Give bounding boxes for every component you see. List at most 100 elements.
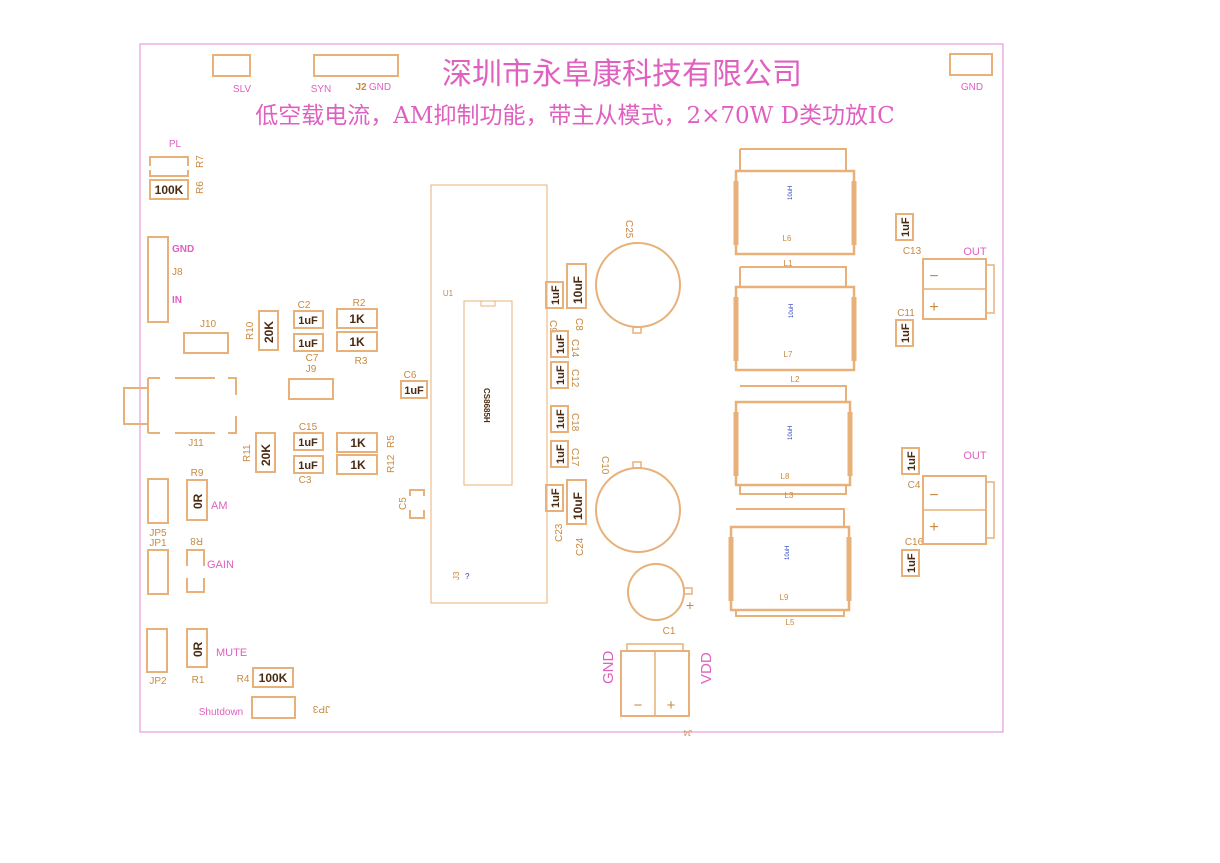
c16-capacitor: 1uF C16 xyxy=(901,537,924,577)
svg-text:100K: 100K xyxy=(259,671,288,685)
svg-text:20K: 20K xyxy=(259,444,273,466)
c13-capacitor: 1uF C13 xyxy=(895,213,922,257)
syn-connector-j2: SYN J2 GND xyxy=(311,54,399,95)
svg-text:20K: 20K xyxy=(262,321,276,343)
svg-text:R3: R3 xyxy=(355,356,368,367)
svg-text:+: + xyxy=(667,697,676,714)
svg-text:10uF: 10uF xyxy=(571,492,585,520)
jp1-jumper xyxy=(147,549,169,595)
c3-capacitor: 1uF C3 xyxy=(293,455,324,486)
svg-text:JP5: JP5 xyxy=(149,528,167,539)
svg-text:R12: R12 xyxy=(386,454,397,473)
r10-resistor: 20K R10 xyxy=(245,310,279,351)
c6-capacitor: 1uF C6 xyxy=(400,370,428,399)
c18-capacitor: 1uF C18 xyxy=(550,405,580,433)
jp5-jumper: JP5 JP1 xyxy=(147,478,169,549)
svg-text:C15: C15 xyxy=(299,422,318,433)
svg-text:C13: C13 xyxy=(903,246,922,257)
svg-text:R11: R11 xyxy=(242,444,253,462)
svg-text:1uF: 1uF xyxy=(900,217,912,237)
svg-text:1K: 1K xyxy=(350,458,366,472)
svg-text:100K: 100K xyxy=(155,183,184,197)
svg-text:1uF: 1uF xyxy=(298,437,318,449)
svg-text:C4: C4 xyxy=(908,480,921,491)
svg-text:L2: L2 xyxy=(791,375,800,384)
u1-module: U1 CS8685H J3 ? xyxy=(430,184,548,604)
svg-text:J9: J9 xyxy=(306,364,317,375)
svg-text:−: − xyxy=(634,697,643,714)
svg-text:1uF: 1uF xyxy=(900,323,912,343)
output-terminal-top: OUT − + xyxy=(922,246,995,320)
svg-text:C25: C25 xyxy=(623,220,634,239)
svg-text:L9: L9 xyxy=(780,593,789,602)
j10-jumper: J10 xyxy=(183,319,229,354)
jp3-shutdown-jumper: Shutdown JP3 xyxy=(199,696,330,719)
company-title: 深圳市永阜康科技有限公司 xyxy=(442,57,802,92)
c14-capacitor: 1uF C14 xyxy=(550,330,580,358)
svg-text:R8: R8 xyxy=(190,535,203,546)
svg-text:1uF: 1uF xyxy=(555,409,567,429)
svg-text:1uF: 1uF xyxy=(555,444,567,464)
c9-capacitor: 1uF C9 xyxy=(545,281,564,333)
c4-capacitor: 1uF C4 xyxy=(901,447,921,491)
r9-resistor: R9 0R AM xyxy=(186,468,228,521)
r5-resistor: 1K R5 xyxy=(336,432,397,453)
c2-capacitor: 1uF C2 xyxy=(293,300,324,329)
jp2-jumper: JP2 xyxy=(146,628,168,687)
svg-text:R9: R9 xyxy=(191,468,204,479)
svg-text:R4: R4 xyxy=(237,674,250,685)
svg-text:10uF: 10uF xyxy=(571,276,585,304)
svg-text:R2: R2 xyxy=(353,298,366,309)
c17-capacitor: 1uF C17 xyxy=(550,440,580,468)
svg-text:L8: L8 xyxy=(781,472,790,481)
svg-text:J10: J10 xyxy=(200,319,217,330)
svg-text:L7: L7 xyxy=(784,350,793,359)
svg-text:1K: 1K xyxy=(349,335,365,349)
board-description: 低空载电流，AM抑制功能，带主从模式，2×70W D类功放IC xyxy=(255,103,894,129)
svg-text:1uF: 1uF xyxy=(550,285,562,305)
j11-audio-jack: J11 xyxy=(123,377,237,449)
svg-text:1K: 1K xyxy=(349,312,365,326)
svg-text:C12: C12 xyxy=(569,369,580,388)
r12-resistor: 1K R12 xyxy=(336,454,397,475)
svg-text:L5: L5 xyxy=(786,618,795,627)
c7-capacitor: 1uF C7 xyxy=(293,333,324,364)
c24-capacitor: 10uF C24 xyxy=(566,479,587,556)
svg-text:+: + xyxy=(686,597,694,613)
svg-text:JP3: JP3 xyxy=(312,703,330,714)
c15-capacitor: 1uF C15 xyxy=(293,422,324,451)
r7-footprint: R7 xyxy=(149,155,206,177)
r2-resistor: 1K R2 xyxy=(336,298,378,329)
r6-resistor: 100K R6 xyxy=(149,179,206,200)
svg-text:?: ? xyxy=(465,572,470,581)
c11-capacitor: 1uF C11 xyxy=(895,308,915,347)
svg-text:R7: R7 xyxy=(195,155,206,168)
svg-text:C5: C5 xyxy=(398,497,409,510)
svg-text:JP2: JP2 xyxy=(149,676,167,687)
svg-text:C7: C7 xyxy=(306,353,319,364)
svg-text:C16: C16 xyxy=(905,537,924,548)
svg-text:−: − xyxy=(929,268,938,285)
svg-text:C10: C10 xyxy=(599,456,610,475)
svg-text:C24: C24 xyxy=(575,537,586,556)
svg-text:C11: C11 xyxy=(897,308,915,319)
r4-resistor: R4 100K xyxy=(237,667,294,688)
svg-text:C18: C18 xyxy=(569,413,580,432)
output-terminal-bottom: OUT − + xyxy=(922,450,995,545)
svg-text:C8: C8 xyxy=(573,318,584,331)
svg-text:+: + xyxy=(929,519,938,536)
svg-text:GND: GND xyxy=(600,651,617,685)
svg-text:C9: C9 xyxy=(547,320,558,333)
svg-text:C6: C6 xyxy=(404,370,417,381)
power-terminal-j4: GND VDD − + J4 xyxy=(600,643,715,737)
svg-text:R6: R6 xyxy=(195,181,206,194)
svg-text:OUT: OUT xyxy=(963,246,987,258)
svg-text:OUT: OUT xyxy=(963,450,987,462)
c12-capacitor: 1uF C12 xyxy=(550,361,580,389)
svg-text:0R: 0R xyxy=(191,641,205,657)
inductor-l8-l3: 10uH L8 L3 xyxy=(733,385,853,500)
svg-text:J11: J11 xyxy=(188,438,204,449)
r8-footprint: R8 GAIN xyxy=(186,535,234,593)
svg-text:L1: L1 xyxy=(784,259,793,268)
